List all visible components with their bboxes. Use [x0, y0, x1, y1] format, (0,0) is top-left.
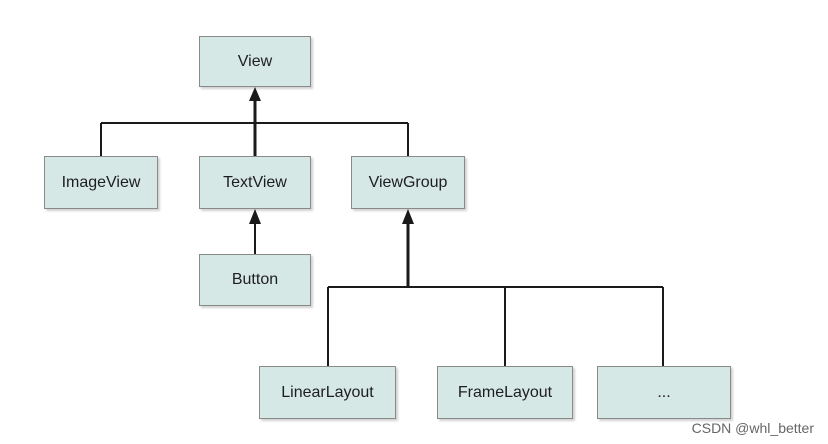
- node-textview: TextView: [199, 156, 311, 209]
- arrowhead-view: [249, 87, 261, 101]
- arrowhead-viewgroup: [402, 209, 414, 224]
- node-viewgroup: ViewGroup: [351, 156, 465, 209]
- arrowhead-textview: [249, 209, 261, 224]
- node-more: ...: [597, 366, 731, 419]
- node-framelayout: FrameLayout: [437, 366, 573, 419]
- node-button: Button: [199, 254, 311, 306]
- node-view: View: [199, 36, 311, 87]
- watermark: CSDN @whl_better: [691, 420, 814, 436]
- node-linearlayout: LinearLayout: [259, 366, 396, 419]
- node-imageview: ImageView: [44, 156, 158, 209]
